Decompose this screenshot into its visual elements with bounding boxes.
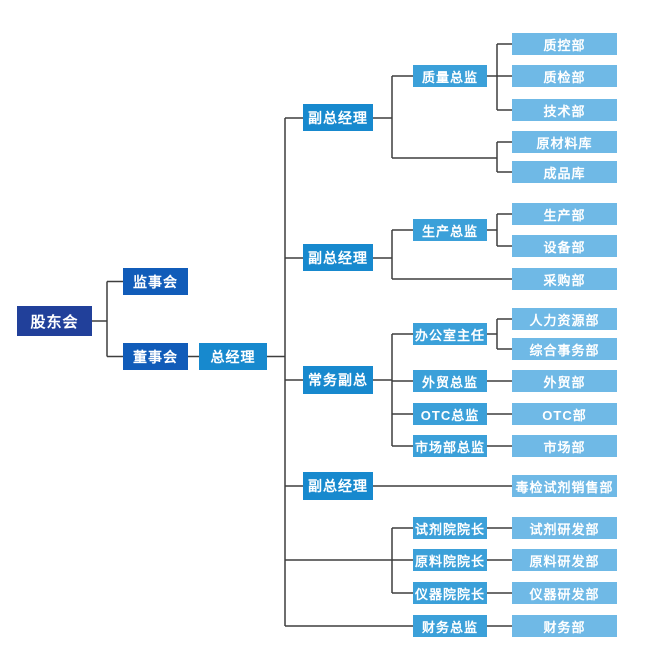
node-deputy-gm-2: 副总经理: [303, 244, 373, 271]
node-supervisory-board: 监事会: [123, 268, 188, 295]
node-production-dept: 生产部: [512, 203, 617, 225]
node-finance-director: 财务总监: [413, 615, 487, 637]
node-qc-dept: 质控部: [512, 33, 617, 55]
node-deputy-gm-3: 副总经理: [303, 472, 373, 500]
node-finished-goods-warehouse: 成品库: [512, 161, 617, 183]
node-otc-director: OTC总监: [413, 403, 487, 425]
node-hr-dept: 人力资源部: [512, 308, 617, 330]
node-purchasing-dept: 采购部: [512, 268, 617, 290]
node-office-director: 办公室主任: [413, 323, 487, 345]
node-raw-material-institute-dean: 原料院院长: [413, 549, 487, 571]
node-deputy-gm-1: 副总经理: [303, 104, 373, 131]
node-marketing-director: 市场部总监: [413, 435, 487, 457]
node-technology-dept: 技术部: [512, 99, 617, 121]
node-board-of-directors: 董事会: [123, 343, 188, 370]
node-shareholders: 股东会: [17, 306, 92, 336]
node-otc-dept: OTC部: [512, 403, 617, 425]
node-inspection-dept: 质检部: [512, 65, 617, 87]
node-raw-material-warehouse: 原材料库: [512, 131, 617, 153]
node-instrument-rd-dept: 仪器研发部: [512, 582, 617, 604]
node-raw-material-rd-dept: 原料研发部: [512, 549, 617, 571]
node-foreign-trade-dept: 外贸部: [512, 370, 617, 392]
node-equipment-dept: 设备部: [512, 235, 617, 257]
node-production-director: 生产总监: [413, 219, 487, 241]
node-toxin-reagent-sales-dept: 毒检试剂销售部: [512, 475, 617, 497]
node-general-affairs-dept: 综合事务部: [512, 338, 617, 360]
node-instrument-institute-dean: 仪器院院长: [413, 582, 487, 604]
node-reagent-rd-dept: 试剂研发部: [512, 517, 617, 539]
node-quality-director: 质量总监: [413, 65, 487, 87]
node-finance-dept: 财务部: [512, 615, 617, 637]
node-general-manager: 总经理: [199, 343, 267, 370]
node-executive-deputy-gm: 常务副总: [303, 366, 373, 394]
node-reagent-institute-dean: 试剂院院长: [413, 517, 487, 539]
node-marketing-dept: 市场部: [512, 435, 617, 457]
node-foreign-trade-director: 外贸总监: [413, 370, 487, 392]
